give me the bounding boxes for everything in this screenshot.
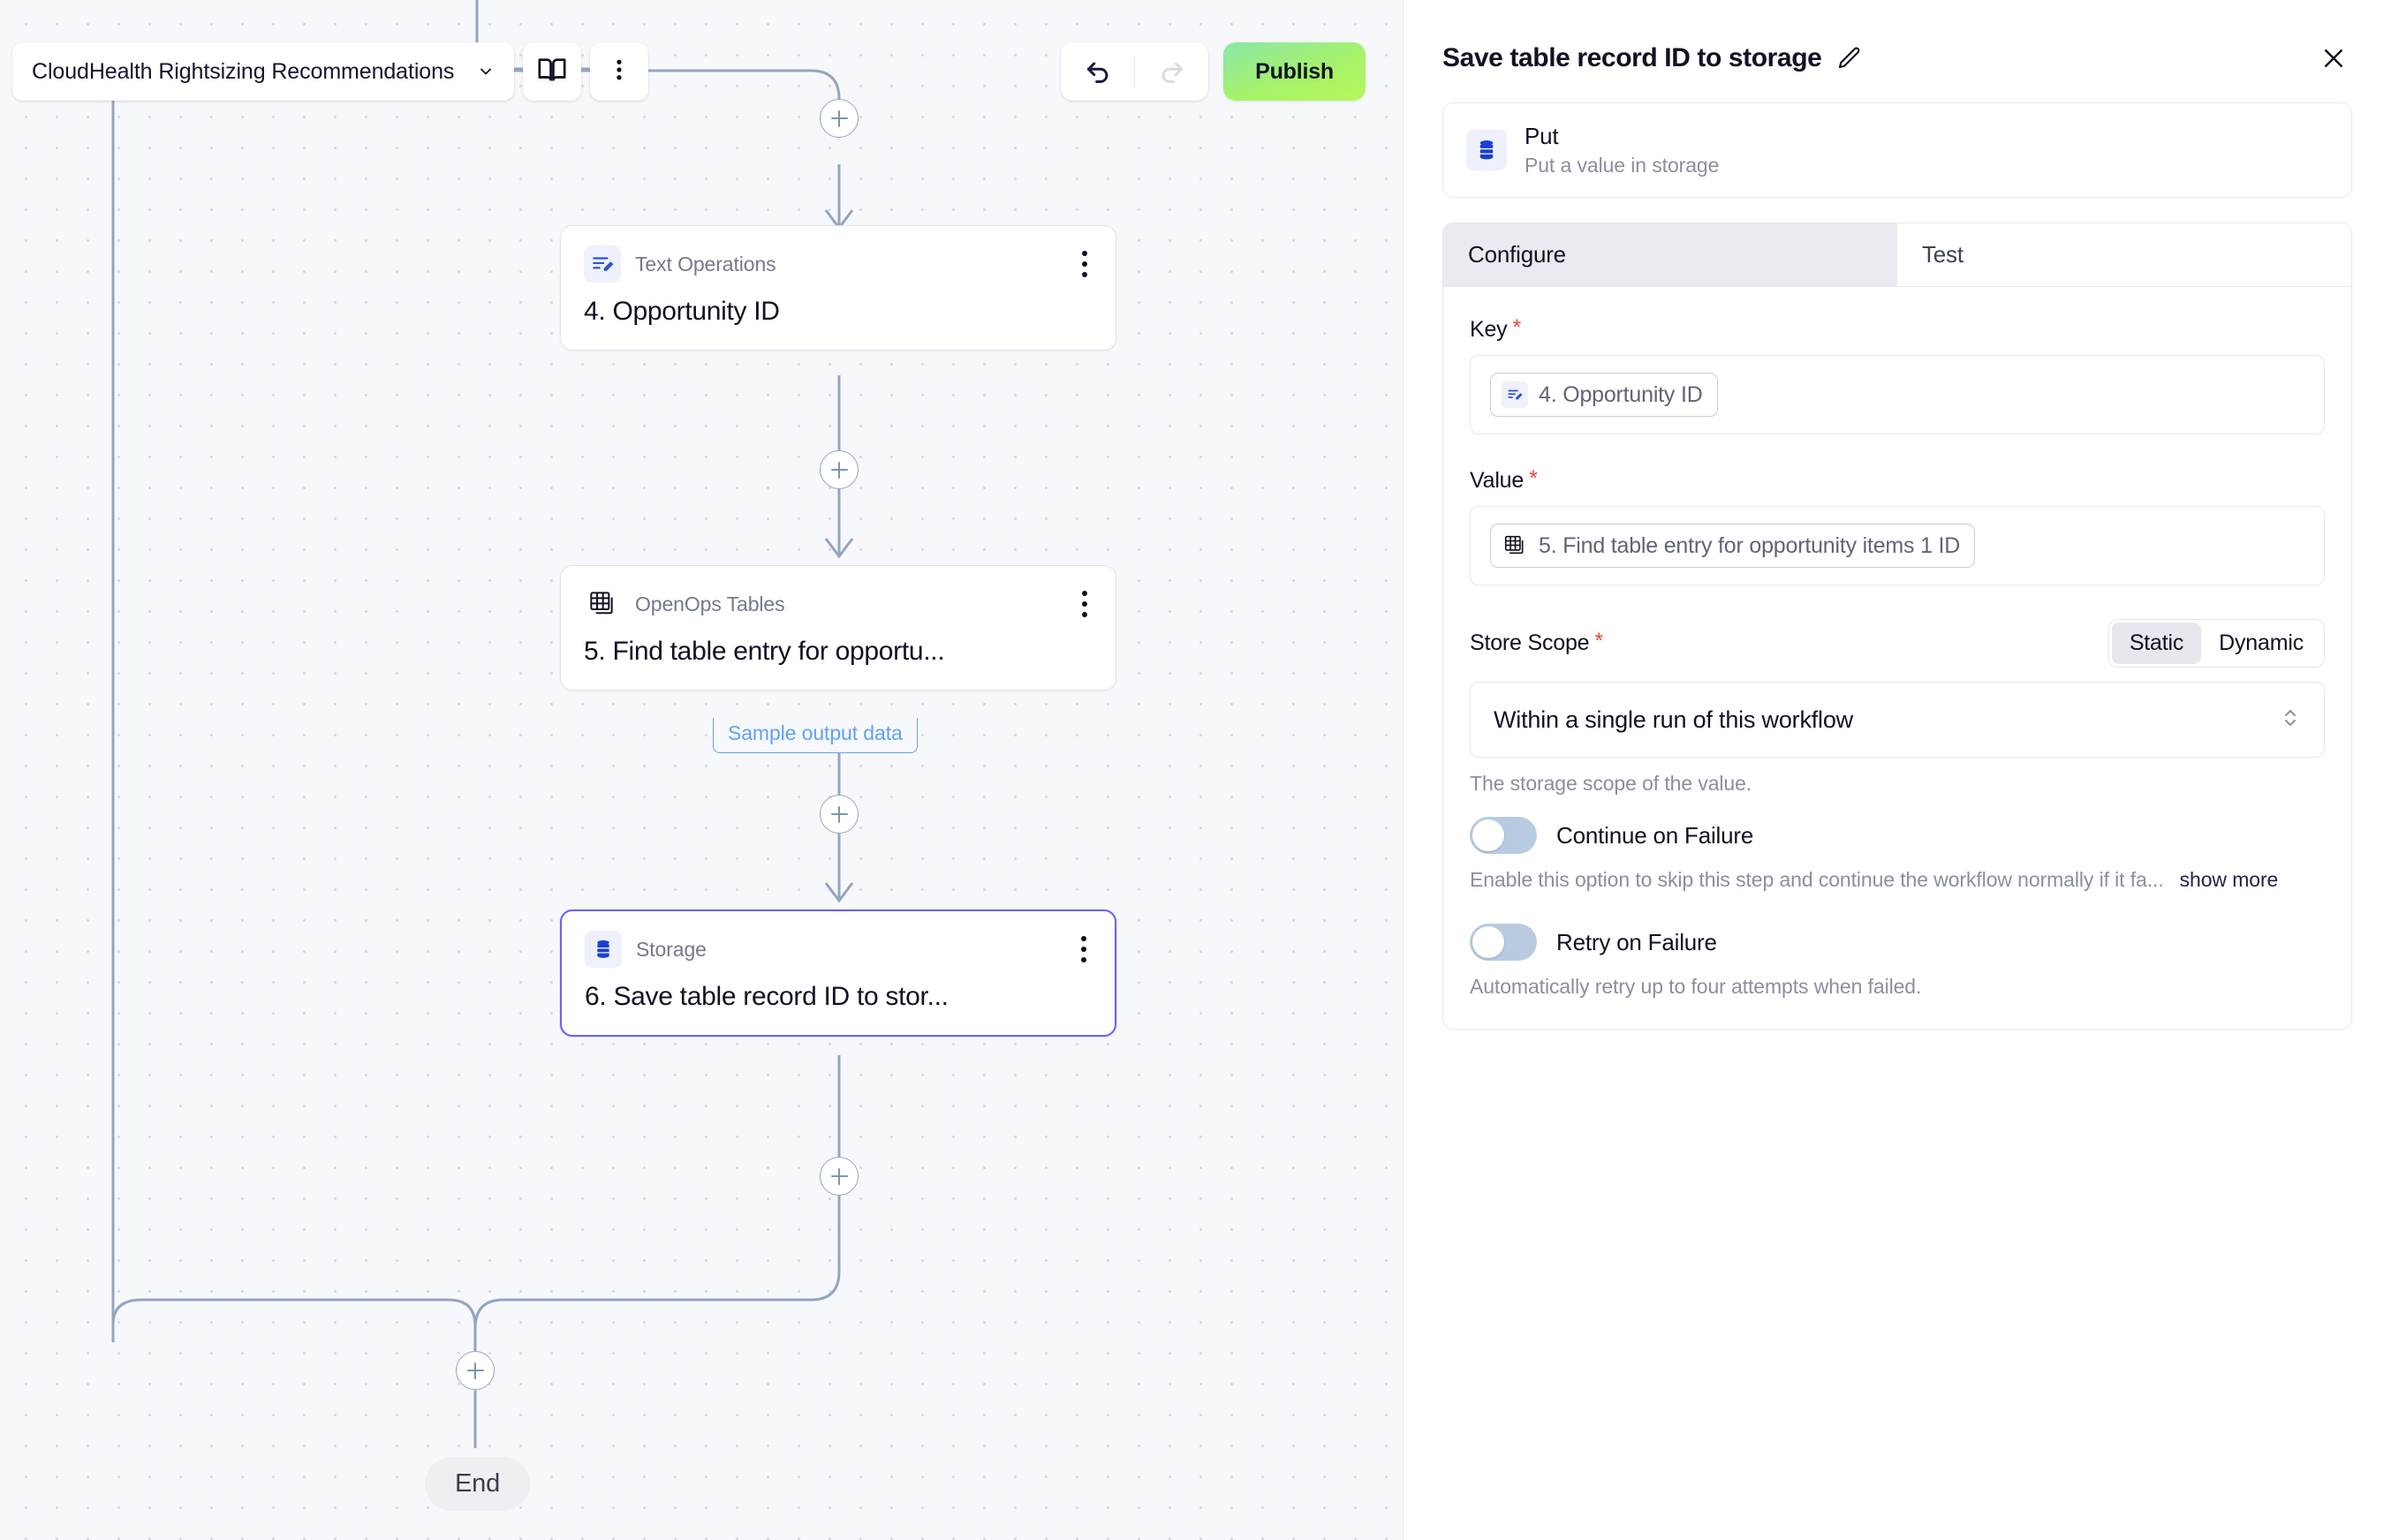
flow-node-storage[interactable]: Storage 6. Save table record ID to stor.… [560, 910, 1116, 1037]
show-more-link[interactable]: show more [2179, 868, 2279, 891]
canvas-toolbar-right: Publish [1061, 42, 1366, 101]
table-icon [1502, 532, 1528, 559]
retry-on-failure-row: Retry on Failure [1470, 924, 2325, 961]
tab-configure[interactable]: Configure [1443, 223, 1897, 286]
required-asterisk: * [1512, 315, 1522, 340]
toggle-option-static[interactable]: Static [2111, 623, 2202, 664]
piece-description: Put a value in storage [1525, 154, 1720, 177]
node-type-label: Text Operations [635, 252, 776, 276]
tab-test[interactable]: Test [1897, 223, 2351, 286]
node-header: Storage [585, 931, 1092, 968]
configure-body: Key * 4. Opportunity ID Value * [1443, 287, 2351, 1029]
step-settings-panel: Save table record ID to storage Put Put … [1403, 0, 2391, 1540]
node-title: 5. Find table entry for opportu... [584, 637, 945, 666]
key-chip-label: 4. Opportunity ID [1539, 381, 1703, 407]
toolbar-divider [1134, 56, 1136, 87]
value-chip-label: 5. Find table entry for opportunity item… [1539, 532, 1961, 558]
node-menu-button[interactable] [1076, 934, 1092, 964]
toggle-knob [1472, 926, 1504, 958]
workflow-name-select[interactable]: CloudHealth Rightsizing Recommendations [12, 42, 515, 101]
store-scope-select[interactable]: Within a single run of this workflow [1470, 682, 2325, 758]
close-icon[interactable] [2315, 40, 2352, 77]
undo-arrow-icon [1083, 55, 1113, 89]
add-step-button-1[interactable] [820, 450, 859, 489]
docs-button[interactable] [523, 42, 582, 101]
continue-on-failure-description-row: Enable this option to skip this step and… [1470, 868, 2325, 892]
piece-text: Put Put a value in storage [1525, 123, 1719, 177]
database-icon [1466, 130, 1507, 170]
store-scope-row: Store Scope * Static Dynamic [1470, 619, 2325, 668]
add-step-button-end[interactable] [456, 1351, 495, 1390]
canvas-more-button[interactable] [590, 42, 649, 101]
panel-header: Save table record ID to storage [1442, 35, 2352, 81]
continue-on-failure-toggle[interactable] [1470, 817, 1537, 854]
store-scope-label-text: Store Scope [1470, 630, 1590, 655]
node-menu-button[interactable] [1077, 249, 1093, 279]
redo-button[interactable] [1135, 55, 1208, 89]
chevron-down-icon [477, 63, 495, 80]
node-header: Text Operations [584, 245, 1093, 283]
page-title: Save table record ID to storage [1442, 43, 1822, 72]
table-icon [584, 585, 621, 623]
required-asterisk: * [1594, 629, 1603, 653]
key-field-label: Key * [1470, 317, 2325, 343]
retry-on-failure-description-row: Automatically retry up to four attempts … [1470, 975, 2325, 999]
undo-redo-group [1061, 42, 1209, 101]
flow-node-openops-tables[interactable]: OpenOps Tables 5. Find table entry for o… [560, 565, 1116, 691]
redo-arrow-icon [1157, 55, 1187, 89]
configure-card: Configure Test Key * 4. Opportunity ID [1442, 223, 2352, 1030]
key-label-text: Key [1470, 317, 1508, 342]
pencil-icon[interactable] [1835, 45, 1862, 72]
value-field-label: Value * [1470, 468, 2325, 494]
node-title: 6. Save table record ID to stor... [585, 982, 949, 1011]
publish-button[interactable]: Publish [1223, 42, 1366, 101]
node-type-label: OpenOps Tables [635, 592, 785, 615]
workflow-name-label: CloudHealth Rightsizing Recommendations [32, 58, 455, 84]
text-operations-icon [584, 245, 621, 283]
continue-on-failure-row: Continue on Failure [1470, 817, 2325, 854]
add-step-button-2[interactable] [820, 795, 859, 834]
value-label-text: Value [1470, 468, 1525, 493]
add-step-button-top[interactable] [820, 99, 859, 138]
store-scope-value: Within a single run of this workflow [1494, 706, 1853, 733]
book-icon [537, 55, 567, 89]
text-operations-icon [1502, 381, 1528, 408]
database-icon [585, 931, 622, 968]
required-asterisk: * [1529, 466, 1538, 491]
retry-on-failure-label: Retry on Failure [1556, 928, 1717, 955]
canvas-toolbar-left: CloudHealth Rightsizing Recommendations [12, 42, 649, 101]
continue-on-failure-description: Enable this option to skip this step and… [1470, 868, 2164, 891]
value-input[interactable]: 5. Find table entry for opportunity item… [1470, 506, 2325, 585]
continue-on-failure-label: Continue on Failure [1556, 821, 1754, 849]
end-node: End [425, 1457, 530, 1511]
static-dynamic-toggle: Static Dynamic [2107, 619, 2325, 668]
key-chip[interactable]: 4. Opportunity ID [1490, 373, 1718, 417]
panel-tabs: Configure Test [1443, 223, 2351, 287]
retry-on-failure-toggle[interactable] [1470, 924, 1537, 961]
value-chip[interactable]: 5. Find table entry for opportunity item… [1490, 524, 1976, 568]
sample-output-data-badge[interactable]: Sample output data [713, 718, 918, 753]
add-step-button-3[interactable] [820, 1157, 859, 1196]
piece-summary-card: Put Put a value in storage [1442, 102, 2352, 198]
store-scope-label: Store Scope * [1470, 630, 1603, 656]
flow-node-text-operations[interactable]: Text Operations 4. Opportunity ID [560, 225, 1116, 351]
retry-on-failure-description: Automatically retry up to four attempts … [1470, 975, 1922, 998]
piece-name: Put [1525, 123, 1559, 149]
node-header: OpenOps Tables [584, 585, 1093, 623]
kebab-menu-icon [606, 57, 632, 87]
store-scope-helper: The storage scope of the value. [1470, 772, 1752, 795]
flow-canvas[interactable]: CloudHealth Rightsizing Recommendations [0, 0, 1403, 1540]
toggle-knob [1472, 819, 1504, 851]
undo-button[interactable] [1061, 55, 1134, 89]
node-type-label: Storage [636, 937, 707, 961]
toggle-option-dynamic[interactable]: Dynamic [2219, 630, 2304, 655]
key-input[interactable]: 4. Opportunity ID [1470, 355, 2325, 434]
node-title: 4. Opportunity ID [584, 297, 780, 326]
chevron-up-down-icon [2280, 705, 2301, 736]
node-menu-button[interactable] [1077, 589, 1093, 619]
